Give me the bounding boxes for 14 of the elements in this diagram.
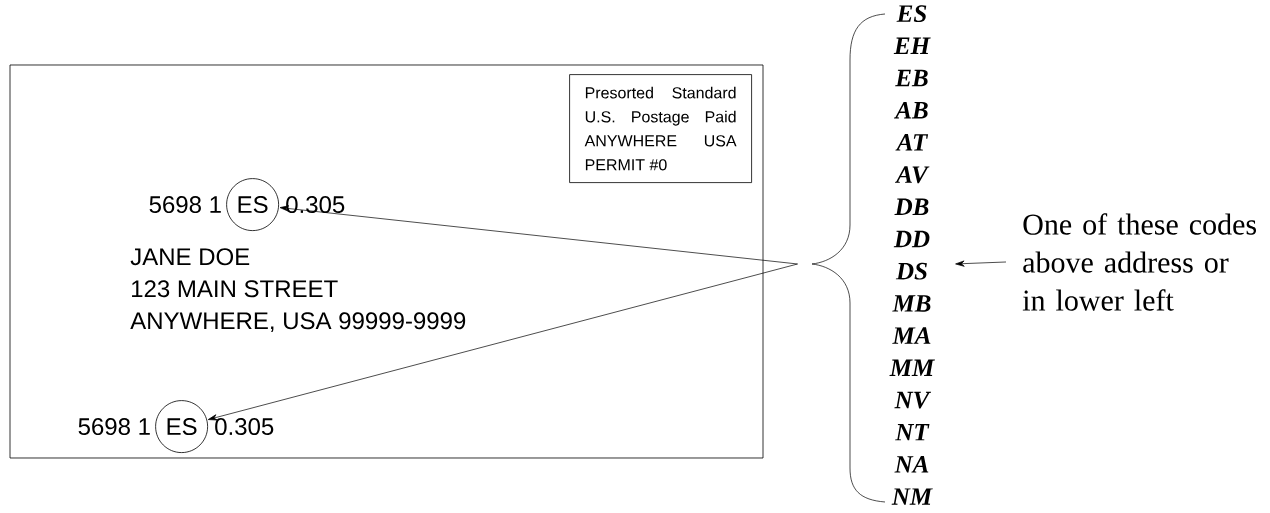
weight-number: 0.305 (215, 418, 274, 436)
address-line: ANYWHERE, USA 99999-9999 (130, 312, 466, 333)
mail-code-number: 5698 1 (149, 196, 221, 214)
weight-number: 0.305 (286, 196, 345, 214)
note-text: One of these codes above address or in lower left (1022, 213, 1256, 311)
arrow (207, 263, 798, 421)
permit-box: Presorted Standard U.S. Postage Paid ANYWHERE USA PERMIT #0 (569, 74, 752, 183)
address-line: JANE DOE (130, 248, 250, 266)
arrow (279, 205, 798, 265)
mail-code-number: 5698 1 (78, 418, 150, 436)
envelope-box (9, 64, 764, 459)
code-list: ES EH EB AB AT AV DB DD DS MB MA MM NV NT NA NM (889, 5, 935, 505)
arrow (955, 260, 1007, 267)
address-line: 123 MAIN STREET (132, 280, 338, 298)
